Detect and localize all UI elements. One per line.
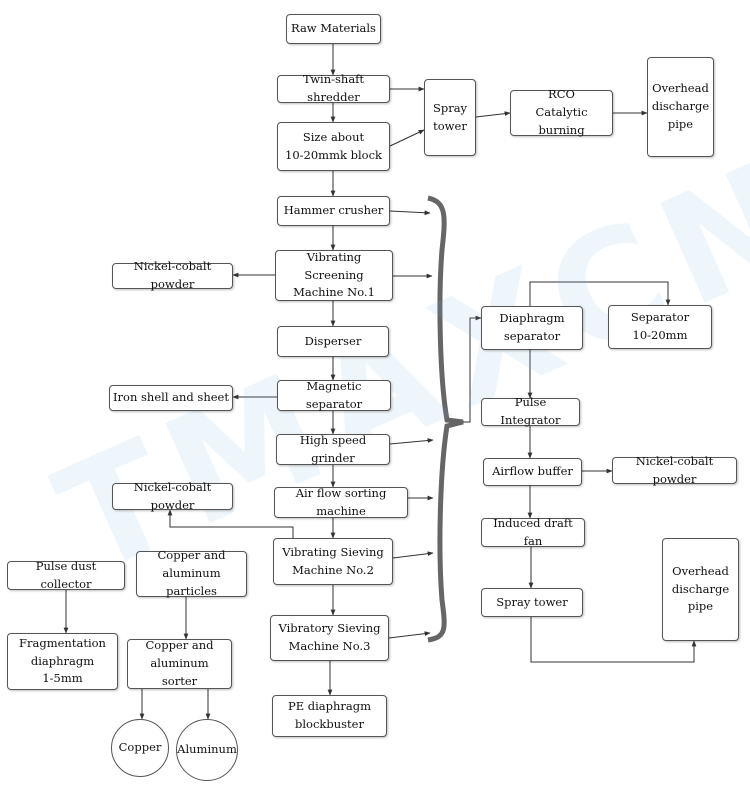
- airflow-buffer-box: Airflow buffer: [483, 458, 582, 486]
- curly-brace: [427, 195, 464, 643]
- node-label: Diaphragm separator: [499, 311, 565, 343]
- node-label: Twin-shaft shredder: [302, 72, 365, 104]
- node-label: Copper: [118, 740, 162, 755]
- node-label: Overhead discharge pipe: [651, 81, 710, 131]
- vibrating-sieving-2-box: Vibrating Sieving Machine No.2: [273, 538, 393, 585]
- node-label: Overhead discharge pipe: [671, 563, 730, 614]
- node-label: RCO Catalytic burning: [535, 87, 588, 137]
- node-label: Vibrating Sieving Machine No.2: [282, 544, 384, 577]
- rco-box: RCO Catalytic burning: [510, 87, 613, 137]
- arrow-sieving3-to-dust: [388, 631, 431, 639]
- node-label: Nickel-cobalt powder: [635, 453, 714, 486]
- arrow-size-to-spray: [389, 129, 425, 147]
- arrow-hammer-to-dust: [389, 210, 431, 216]
- separator-box: Separator 10-20mm: [608, 305, 712, 349]
- arrow-brace-to-diaphragm-separator: [463, 315, 482, 423]
- arrow-sieving2-to-dust: [392, 551, 434, 559]
- air-flow-sorting-box: Air flow sorting machine: [274, 485, 408, 518]
- node-label: Copper and aluminum sorter: [145, 638, 214, 688]
- node-label: Size about 10-20mmk block: [285, 129, 382, 162]
- copper-circle: Copper: [111, 719, 169, 777]
- arrow-spray-to-rco: [475, 111, 511, 118]
- node-label: Pulse dust collector: [35, 558, 97, 591]
- node-label: Pulse Integrator: [500, 395, 561, 427]
- twin-shaft-shredder-box: Twin-shaft shredder: [277, 72, 390, 104]
- nickel-cobalt-2-box: Nickel-cobalt powder: [112, 480, 233, 512]
- disperser-box: Disperser: [277, 326, 389, 357]
- high-speed-grinder-box: High speed grinder: [276, 432, 390, 465]
- diaphragm-separator-box: Diaphragm separator: [481, 306, 583, 350]
- node-label: Spray tower: [432, 100, 468, 133]
- vibratory-sieving-3-box: Vibratory Sieving Machine No.3: [270, 615, 389, 661]
- node-label: High speed grinder: [299, 432, 367, 465]
- node-label: Separator 10-20mm: [630, 310, 690, 342]
- aluminum-circle: Aluminum: [176, 719, 238, 781]
- arrow-grinder-to-dust: [389, 438, 434, 445]
- node-label: PE diaphragm blockbuster: [287, 699, 372, 731]
- nickel-cobalt-1-box: Nickel-cobalt powder: [112, 259, 233, 291]
- node-label: Fragmentation diaphragm 1-5mm: [19, 635, 106, 686]
- raw-materials-box: Raw Materials: [286, 14, 381, 44]
- copper-aluminum-particles-box: Copper and aluminum particles: [136, 548, 247, 598]
- pulse-integrator-box: Pulse Integrator: [481, 395, 580, 427]
- copper-aluminum-sorter-box: Copper and aluminum sorter: [127, 638, 232, 689]
- induced-draft-fan-box: Induced draft fan: [481, 516, 585, 548]
- pulse-dust-collector-box: Pulse dust collector: [7, 559, 125, 591]
- arrow-diaphragm-to-separator: [529, 281, 671, 306]
- node-label: Nickel-cobalt powder: [133, 479, 212, 512]
- node-label: Aluminum: [177, 742, 237, 757]
- node-label: Magnetic separator: [305, 378, 363, 411]
- fragmentation-box: Fragmentation diaphragm 1-5mm: [7, 633, 118, 690]
- node-label: Nickel-cobalt powder: [133, 259, 212, 291]
- iron-shell-box: Iron shell and sheet: [109, 385, 233, 411]
- magnetic-separator-box: Magnetic separator: [277, 378, 391, 411]
- node-label: Iron shell and sheet: [113, 390, 229, 405]
- node-label: Air flow sorting machine: [295, 485, 387, 518]
- overhead-pipe-right-box: Overhead discharge pipe: [662, 538, 739, 641]
- vibrating-screening-1-box: Vibrating Screening Machine No.1: [275, 250, 393, 301]
- spray-tower-right-box: Spray tower: [481, 588, 583, 617]
- node-label: Induced draft fan: [493, 515, 573, 548]
- arrow-sieving2-to-nickel2: [167, 509, 294, 538]
- pe-diaphragm-box: PE diaphragm blockbuster: [272, 695, 387, 737]
- hammer-crusher-box: Hammer crusher: [277, 196, 390, 226]
- node-label: Spray tower: [496, 594, 568, 609]
- node-label: Raw Materials: [291, 21, 376, 36]
- node-label: Disperser: [304, 333, 362, 348]
- spray-tower-top-box: Spray tower: [424, 79, 476, 156]
- node-label: Airflow buffer: [492, 464, 573, 479]
- node-label: Copper and aluminum particles: [157, 548, 226, 598]
- nickel-cobalt-3-box: Nickel-cobalt powder: [612, 454, 737, 486]
- node-label: Vibratory Sieving Machine No.3: [278, 621, 381, 653]
- overhead-pipe-top-box: Overhead discharge pipe: [647, 57, 714, 157]
- size-block-box: Size about 10-20mmk block: [277, 122, 390, 171]
- node-label: Hammer crusher: [283, 203, 384, 218]
- node-label: Vibrating Screening Machine No.1: [293, 249, 375, 300]
- arrow-spray-to-pipe: [530, 617, 697, 663]
